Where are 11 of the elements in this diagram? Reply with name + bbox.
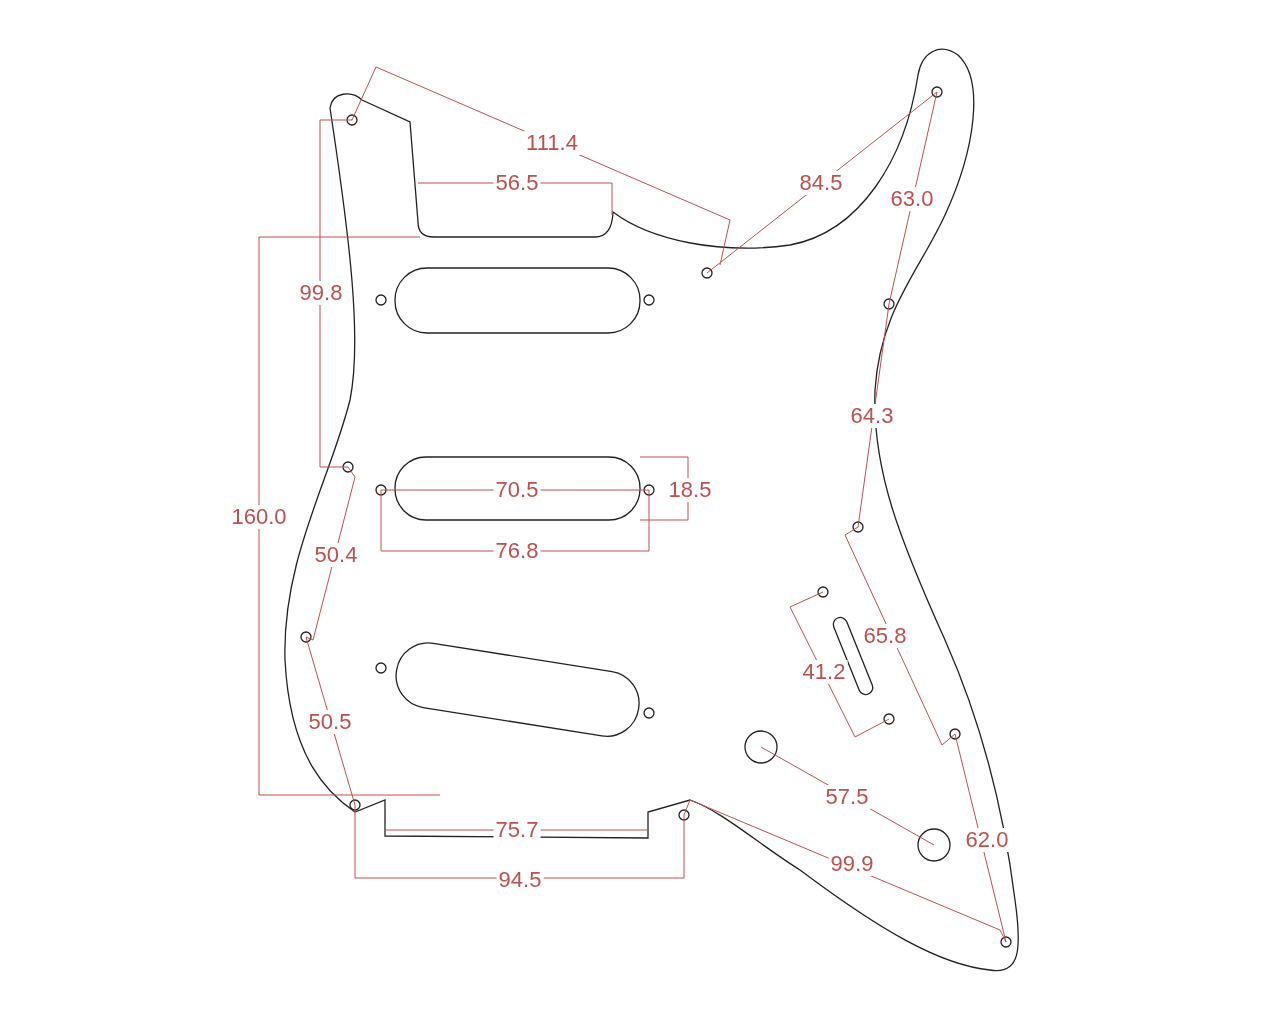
dimension-label: 41.2 xyxy=(800,660,848,684)
dimension-label: 65.8 xyxy=(861,624,909,648)
dimension-label: 63.0 xyxy=(888,187,936,211)
dimension-label: 99.8 xyxy=(297,281,345,305)
dimension-label: 57.5 xyxy=(823,785,871,809)
dimension-label: 64.3 xyxy=(848,404,896,428)
dimension-label: 111.4 xyxy=(524,131,580,155)
dimension-label: 50.5 xyxy=(306,710,354,734)
dimension-label: 62.0 xyxy=(963,828,1011,852)
dimension-label: 50.4 xyxy=(312,543,360,567)
dimension-label: 84.5 xyxy=(797,171,845,195)
